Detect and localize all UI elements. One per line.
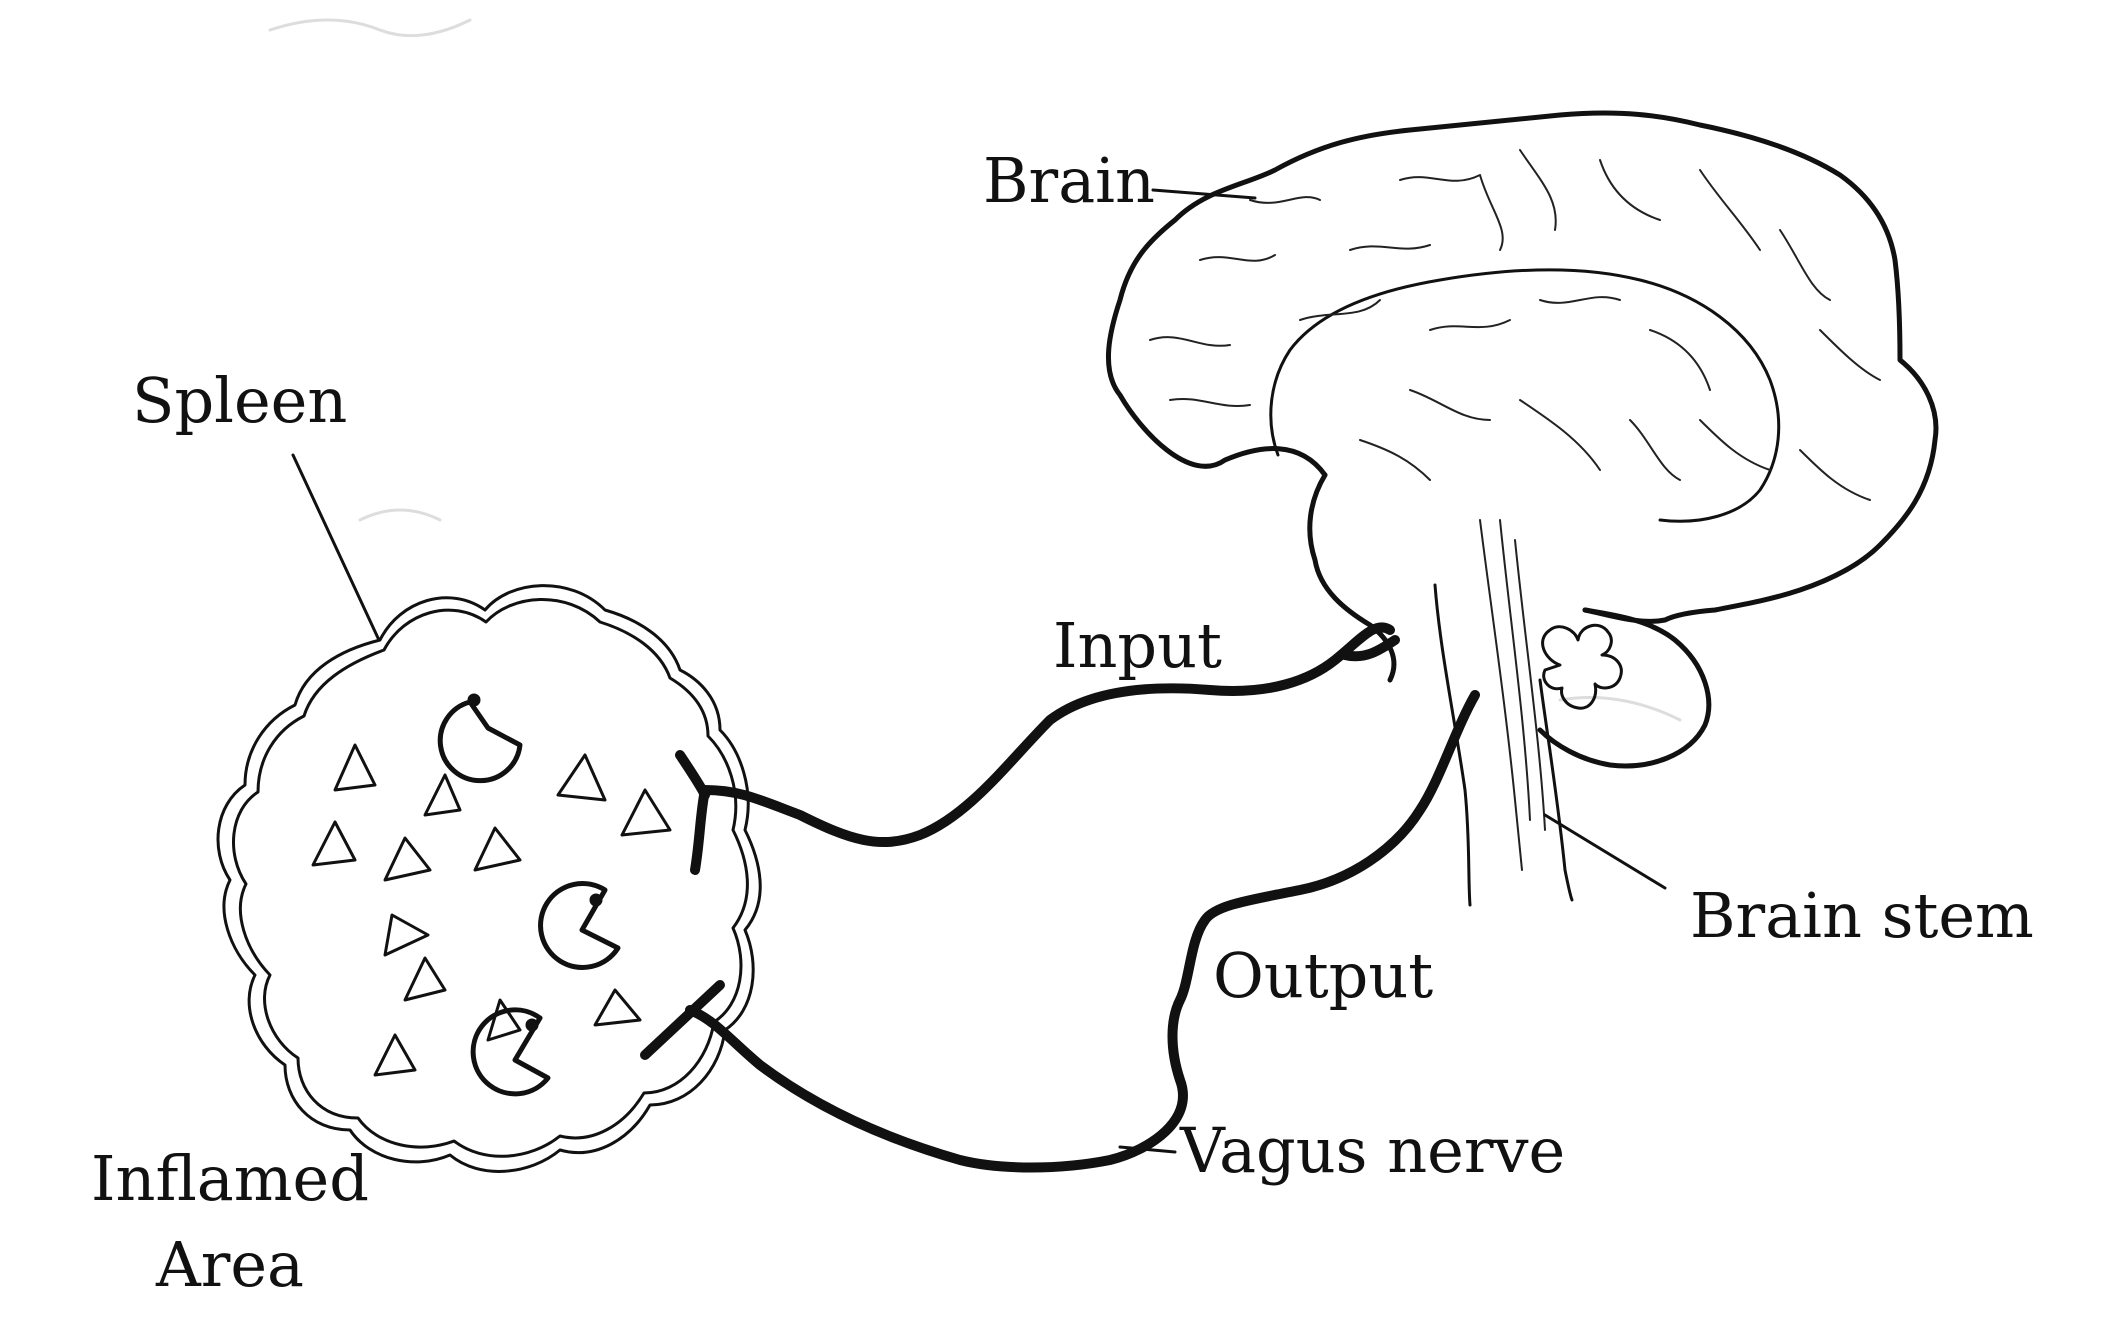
inflamed-area-label-line1: Inflamed: [91, 1142, 369, 1215]
triangle-icon: [383, 836, 432, 882]
brain-leader-line: [1151, 188, 1257, 200]
cerebrum-outline: [1106, 110, 1939, 624]
input-nerve-branch: [675, 750, 710, 800]
vagus-nerve-fibers: [640, 622, 1480, 1173]
inflamed-area-label: Inflamed Area: [80, 1148, 380, 1296]
vagus-nerve-leader-line: [1118, 1145, 1177, 1154]
brain-label: Brain: [983, 144, 1155, 217]
triangle-icon: [423, 773, 462, 817]
spleen-drawing: [216, 584, 762, 1173]
spleen-leader-line: [291, 453, 380, 640]
brain-gyri-lines: [1149, 149, 1881, 501]
limbic-arc: [1269, 268, 1781, 523]
triangle-icon: [593, 988, 642, 1027]
spleen-inner-outline: [232, 598, 749, 1158]
output-nerve-fiber: [685, 690, 1480, 1173]
output-nerve-terminal: [640, 980, 725, 1060]
brain-drawing: [1106, 110, 1939, 907]
brain-stem-leader-line: [1543, 813, 1667, 890]
input-label: Input: [1053, 609, 1222, 682]
input-nerve-fiber: [690, 622, 1395, 875]
triangle-icon: [333, 743, 377, 792]
triangle-icon: [373, 1033, 417, 1077]
spleen-outer-outline: [216, 584, 762, 1173]
triangle-icon: [311, 820, 357, 867]
brain-stem-lines: [1433, 519, 1574, 907]
pac-man-shaped-cell-icon: [470, 1007, 551, 1097]
triangle-icon: [473, 826, 522, 872]
triangle-icon: [556, 753, 607, 802]
spleen-label: Spleen: [132, 364, 348, 437]
triangle-icon: [403, 956, 447, 1002]
output-label: Output: [1213, 939, 1434, 1012]
immune-cells: [437, 693, 621, 1097]
brain-stem-label: Brain stem: [1690, 879, 2034, 952]
inflamed-area-label-line2: Area: [155, 1228, 305, 1301]
triangle-icon: [620, 788, 672, 837]
triangle-icon: [486, 998, 522, 1042]
faint-background-sketches: [268, 18, 1682, 722]
inflammatory-particles: [311, 743, 672, 1077]
triangle-icon: [383, 913, 430, 957]
cerebellum-folia: [1541, 623, 1623, 710]
pac-man-shaped-cell-icon: [538, 881, 621, 970]
input-nerve-terminal: [1340, 635, 1400, 662]
cerebellum-outline: [1537, 607, 1712, 769]
vagus-nerve-label: Vagus nerve: [1180, 1114, 1566, 1187]
leader-lines: [291, 188, 1667, 1154]
pac-man-shaped-cell-icon: [437, 693, 523, 784]
